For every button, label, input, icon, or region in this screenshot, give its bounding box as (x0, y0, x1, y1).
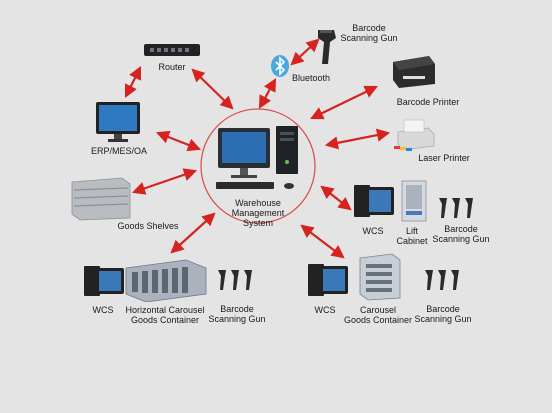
barcode-gun-bottom-right-label: Barcode Scanning Gun (414, 304, 472, 324)
arrow-horizontal-carousel (170, 212, 216, 254)
arrow-erp (155, 130, 202, 152)
arrow-laser-printer (324, 128, 391, 150)
horizontal-carousel-icon (125, 259, 207, 302)
horizontal-carousel-label: Horizontal Carousel Goods Container (125, 305, 205, 325)
carousel-container-icon (359, 253, 401, 301)
wcs-monitor-icon (354, 185, 394, 217)
scanners-icon (218, 270, 252, 290)
wcs-monitor-icon (84, 266, 124, 296)
carousel-container-label: Carousel Goods Container (343, 305, 413, 325)
lift-cabinet-label: Lift Cabinet (396, 226, 428, 246)
computer-icon (216, 126, 298, 189)
arrow-carousel-container (300, 224, 345, 259)
goods-shelves-label: Goods Shelves (117, 221, 179, 231)
laser-printer-label: Laser Printer (418, 153, 470, 163)
barcode-printer-label: Barcode Printer (396, 97, 460, 107)
lift-cabinet-icon (401, 180, 427, 222)
arrow-barcode-gun-top (290, 38, 320, 66)
laser-printer-icon (394, 119, 435, 151)
bluetooth-icon (271, 55, 289, 77)
scanners-icon (425, 270, 459, 290)
barcode-printer-icon (393, 56, 435, 88)
arrow-bluetooth (258, 78, 277, 109)
system-circle (200, 108, 316, 224)
arrow-wcs-right (320, 185, 352, 211)
barcode-gun-top-label: Barcode Scanning Gun (340, 23, 398, 43)
wcs-right-label: WCS (362, 226, 384, 236)
arrow-router-erp (125, 66, 141, 98)
bluetooth-label: Bluetooth (291, 73, 331, 83)
arrow-barcode-printer (310, 85, 378, 120)
scanners-icon (439, 198, 473, 218)
shelves-icon (71, 177, 131, 221)
monitor-icon (96, 102, 140, 142)
wcs-bottom-right-label: WCS (314, 305, 336, 315)
barcode-gun-bottom-left-label: Barcode Scanning Gun (208, 304, 266, 324)
wcs-bottom-left-label: WCS (92, 305, 114, 315)
barcode-gun-icon (318, 30, 336, 64)
router-icon (144, 44, 200, 56)
arrow-goods-shelves (131, 168, 198, 195)
arrow-router (191, 68, 234, 110)
wcs-monitor-icon (308, 264, 348, 296)
router-label: Router (158, 62, 186, 72)
erp-label: ERP/MES/OA (90, 146, 147, 156)
barcode-gun-right-label: Barcode Scanning Gun (432, 224, 490, 244)
system-label: Warehouse Management System (231, 198, 285, 228)
